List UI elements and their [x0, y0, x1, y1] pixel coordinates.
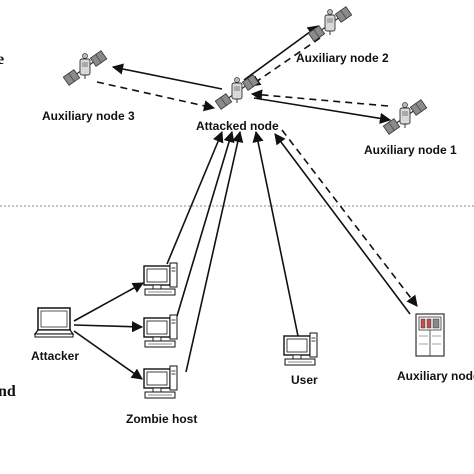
satellite-icon: [214, 74, 260, 110]
link-zombie2-to-attacked: [176, 130, 235, 317]
link-attacked-to-aux3: [111, 63, 223, 90]
link-attacker-to-zombie2: [73, 321, 144, 333]
cropped-label-bottom: nd: [0, 383, 16, 400]
link-aux1-to-attacked: [250, 89, 389, 107]
link-aux2-to-attacked: [249, 37, 321, 87]
computer-icon: [283, 332, 318, 366]
link-aux3-to-attacked: [96, 81, 216, 112]
link-zombie1-to-attacked: [166, 130, 224, 265]
satellite-icon: [382, 99, 428, 135]
link-attacker-to-zombie3: [73, 330, 143, 380]
computer-icon: [143, 365, 178, 399]
laptop-icon: [34, 307, 74, 338]
label-attacked-node: Attacked node: [196, 119, 279, 133]
label-zombie-host: Zombie host: [126, 412, 197, 426]
label-user: User: [291, 373, 318, 387]
computer-icon: [143, 262, 178, 296]
link-attacked-to-aux2: [243, 25, 319, 81]
cropped-label-top: e: [0, 51, 4, 68]
link-zombie3-to-attacked: [185, 130, 244, 373]
label-aux-node-2: Auxiliary node 2: [296, 51, 389, 65]
computer-icon: [143, 314, 178, 348]
label-aux-node-ground: Auxiliary node: [397, 369, 474, 383]
link-user-to-attacked: [252, 130, 299, 337]
link-attacker-to-zombie1: [73, 282, 144, 322]
label-attacker: Attacker: [31, 349, 79, 363]
satellite-icon: [62, 50, 108, 86]
label-aux-node-3: Auxiliary node 3: [42, 109, 135, 123]
link-attacked-to-aux1: [253, 97, 392, 124]
link-ground-aux-to-attacked: [274, 133, 411, 315]
link-attacked-to-ground-aux: [281, 129, 418, 307]
satellite-icon: [307, 6, 353, 42]
server-icon: [415, 313, 445, 357]
label-aux-node-1: Auxiliary node 1: [364, 143, 457, 157]
